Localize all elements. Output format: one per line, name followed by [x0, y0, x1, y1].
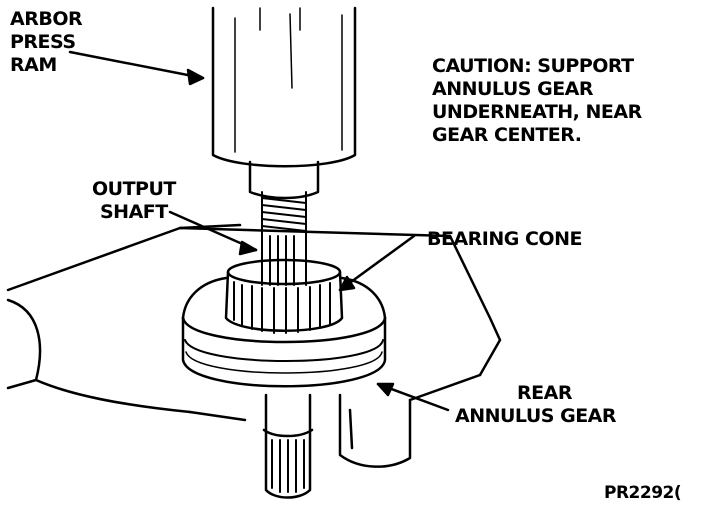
figure-id: PR2292( [604, 483, 682, 503]
ram-spring [261, 191, 307, 236]
rear-annulus-gear [181, 276, 387, 388]
arbor-press-ram [211, 6, 357, 200]
support-plate [6, 223, 502, 468]
lower-shaft [262, 393, 314, 499]
arbor-press-ram-label: ARBOR PRESS RAM [10, 8, 83, 76]
rear-annulus-gear-label: REAR ANNULUS GEAR [455, 382, 617, 427]
bearing-cone [224, 258, 344, 334]
output-shaft-label: OUTPUT SHAFT [92, 178, 176, 223]
caution-note: CAUTION: SUPPORT ANNULUS GEAR UNDERNEATH… [432, 55, 642, 146]
bearing-cone-label: BEARING CONE [427, 228, 582, 250]
leader-lines [68, 50, 450, 412]
